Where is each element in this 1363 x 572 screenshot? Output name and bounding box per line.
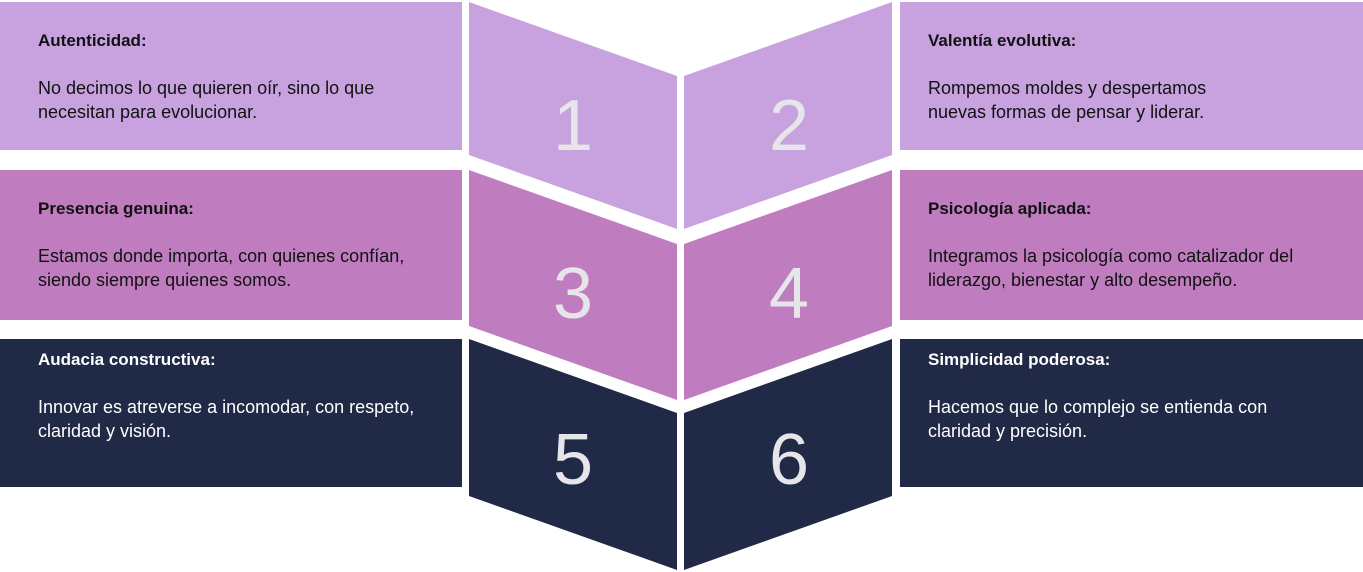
chevron-2 (684, 2, 892, 229)
chevron-6 (684, 339, 892, 570)
value-description: Integramos la psicología como catalizado… (928, 246, 1294, 290)
value-card-5: Audacia constructiva: Innovar es atrever… (0, 339, 462, 487)
value-title: Valentía evolutiva: (928, 31, 1077, 50)
value-description: No decimos lo que quieren oír, sino lo q… (38, 78, 375, 122)
value-card-1: Autenticidad: No decimos lo que quieren … (0, 2, 462, 150)
chevron-4 (684, 170, 892, 400)
value-description: Rompemos moldes y despertamos nuevas for… (928, 78, 1207, 122)
number-5: 5 (553, 420, 593, 500)
value-card-3: Presencia genuina: Estamos donde importa… (0, 170, 462, 320)
number-3: 3 (553, 254, 593, 334)
number-4: 4 (769, 254, 809, 334)
value-description: Innovar es atreverse a incomodar, con re… (38, 397, 415, 441)
value-title: Psicología aplicada: (928, 199, 1092, 218)
value-title: Simplicidad poderosa: (928, 350, 1111, 369)
value-description: Hacemos que lo complejo se entienda con … (928, 397, 1268, 441)
value-description: Estamos donde importa, con quienes confí… (38, 246, 405, 290)
number-1: 1 (553, 86, 593, 166)
chevron-5 (469, 339, 677, 570)
value-title: Audacia constructiva: (38, 350, 216, 369)
value-title: Presencia genuina: (38, 199, 194, 218)
chevron-3 (469, 170, 677, 400)
number-6: 6 (769, 420, 809, 500)
value-card-2: Valentía evolutiva: Rompemos moldes y de… (900, 2, 1363, 150)
number-2: 2 (769, 86, 809, 166)
value-title: Autenticidad: (38, 31, 147, 50)
value-card-4: Psicología aplicada: Integramos la psico… (900, 170, 1363, 320)
value-card-6: Simplicidad poderosa: Hacemos que lo com… (900, 339, 1363, 487)
chevron-1 (469, 2, 677, 229)
